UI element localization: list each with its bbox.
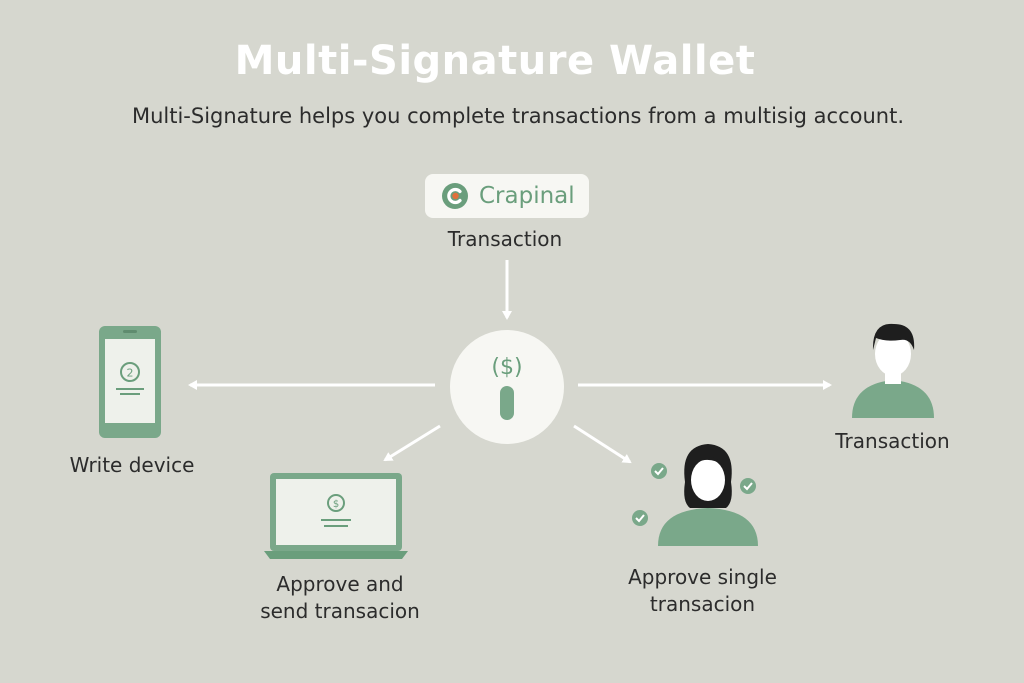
- laptop-label: Approve and send transacion: [240, 571, 440, 625]
- check-badge-icon: [632, 510, 648, 526]
- phone-label: Write device: [69, 453, 195, 477]
- page-title: Multi-Signature Wallet: [234, 38, 756, 84]
- brand-badge: Crapinal: [425, 174, 589, 218]
- woman-approver-icon: [632, 444, 758, 546]
- arrow-center-to-laptop: [383, 424, 441, 462]
- woman-label-line1: Approve single: [628, 565, 777, 589]
- phone-device-icon: 2: [99, 326, 161, 438]
- woman-label-line2: transacion: [649, 592, 756, 616]
- man-label: Transaction: [835, 429, 950, 453]
- top-transaction-label: Transaction: [447, 227, 563, 251]
- arrow-center-to-woman: [573, 424, 632, 464]
- phone-screen-number: 2: [127, 367, 134, 380]
- woman-label: Approve single transacion: [600, 564, 805, 618]
- check-badge-icon: [740, 478, 756, 494]
- dollar-key-icon: ($): [491, 355, 523, 420]
- laptop-label-line2: send transacion: [260, 599, 420, 623]
- page-subtitle: Multi-Signature helps you complete trans…: [131, 104, 905, 128]
- center-symbol: ($): [491, 355, 522, 380]
- svg-text:$: $: [333, 499, 339, 510]
- man-recipient-icon: [852, 323, 934, 418]
- laptop-label-line1: Approve and: [276, 572, 404, 596]
- check-badge-icon: [651, 463, 667, 479]
- crapinal-logo-icon: [442, 183, 468, 209]
- brand-name: Crapinal: [479, 183, 575, 209]
- laptop-icon: $: [264, 473, 408, 559]
- wallet-core-node: ($): [450, 330, 564, 444]
